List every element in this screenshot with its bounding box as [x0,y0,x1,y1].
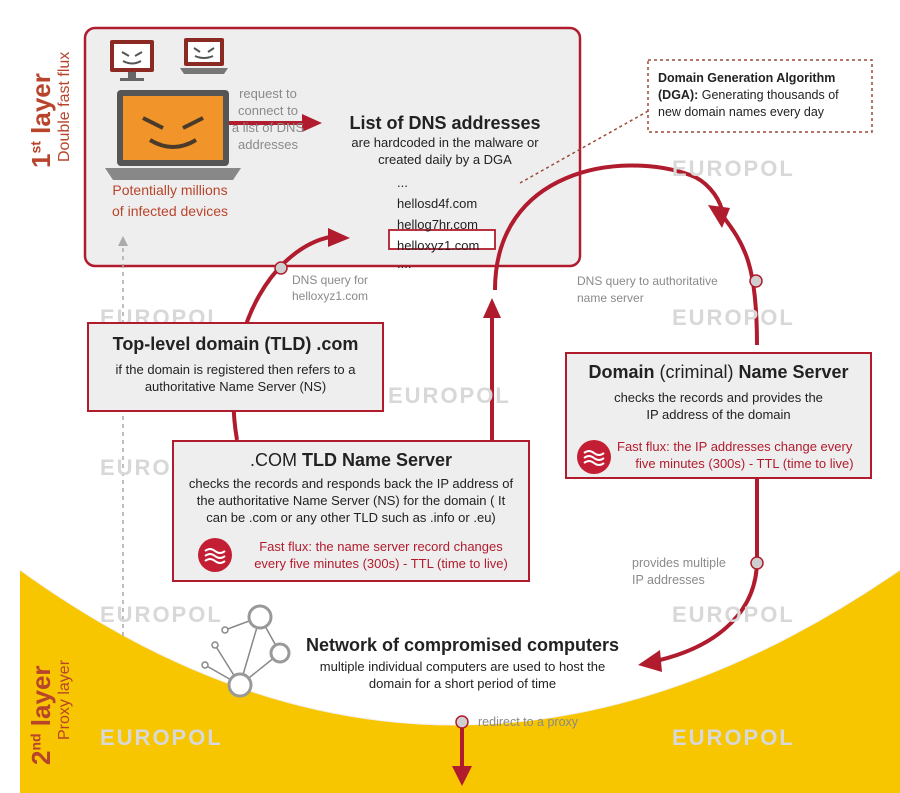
fast-flux-icon [577,440,611,474]
provides-ips-label: provides multiple IP addresses [632,556,726,587]
layer2-arc-inner [19,569,900,726]
dns-domain-list: ... hellosd4f.com hellog7hr.com helloxyz… [397,172,479,271]
list-item: ... [397,175,408,190]
dga-box [647,59,873,133]
tld-title: Top-level domain (TLD) .com [112,334,359,354]
watermark: EUROPOL [100,602,223,627]
watermark: EUROPOL [100,725,223,750]
layer1-subtitle: Double fast flux [56,51,73,162]
watermark: EUROPOL [388,383,511,408]
dns-query-label: DNS query for helloxyz1.com [292,273,369,303]
laptop-small-icon [180,38,228,74]
network-block: Network of compromised computers multipl… [290,635,635,692]
arc-to-domain-ns [493,163,724,291]
arrow-up-from-com [483,298,501,318]
com-tld-box: .COM TLD Name Server checks the records … [172,440,530,582]
dga-connector [519,109,651,184]
dns-list-desc: are hardcoded in the malware or created … [351,135,539,167]
layer2-region [20,570,900,793]
watermark: EUROPOL [672,602,795,627]
dns-list-title: List of DNS addresses [349,113,541,133]
network-icon [201,604,291,698]
tld-box: Top-level domain (TLD) .com if the domai… [87,322,384,412]
fast-flux-icon [198,538,232,572]
com-tld-flux-note: Fast flux: the name server record change… [254,539,508,571]
layer1-label: 1st layer [26,73,56,168]
monitor-icon [110,40,154,81]
list-item: .... [397,256,412,271]
list-item: helloxyz1.com [397,238,480,253]
infected-devices-caption: Potentially millions of infected devices [112,182,228,219]
domain-ns-title: Domain (criminal) Name Server [588,362,849,382]
watermark: EUROPOL [672,725,795,750]
watermark: EUROPOL [672,156,795,181]
dns-list: List of DNS addresses are hardcoded in t… [325,113,565,168]
infected-laptop-icon [105,90,241,180]
auth-query-label: DNS query to authoritative name server [577,274,718,305]
highlighted-domain-box [388,229,496,250]
arrow-to-list [302,114,322,132]
request-caption: request to connect to a list of DNS addr… [231,86,305,152]
layer2-subtitle: Proxy layer [56,659,73,740]
arrow-redirect [452,766,472,786]
watermark: EUROPOL [672,305,795,330]
network-title: Network of compromised computers [305,635,620,655]
list-item: hellosd4f.com [397,196,478,211]
dns-panel [83,26,582,268]
list-item: hellog7hr.com [397,217,478,232]
dga-note: Domain Generation Algorithm (DGA): Gener… [658,71,839,119]
domain-ns-box: Domain (criminal) Name Server checks the… [565,352,872,479]
domain-ns-flux-note: Fast flux: the IP addresses change every… [617,439,854,471]
redirect-label: redirect to a proxy [478,715,579,729]
com-tld-title: .COM TLD Name Server [249,450,453,470]
layer2-label: 2nd layer [26,665,56,765]
